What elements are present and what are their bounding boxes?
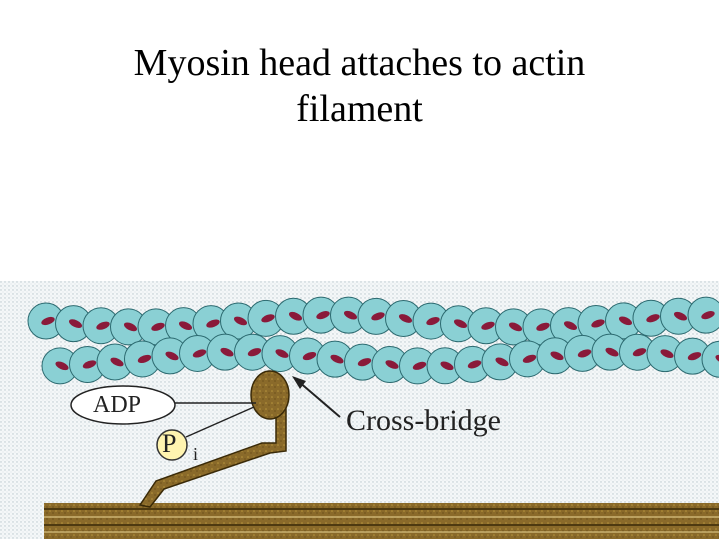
actin-bead-spot [110, 357, 124, 367]
actin-bead-spot [701, 311, 715, 320]
actin-bead-spot [371, 312, 385, 321]
actin-bead-spot [41, 316, 55, 326]
actin-bead-spot [192, 349, 207, 358]
actin-bead-spot [275, 349, 289, 358]
actin-bead-spot [618, 316, 633, 326]
actin-bead-spot [137, 354, 152, 364]
cross-bridge-diagram: ADP P i Cross-bridge [0, 281, 719, 539]
title-line-1: Myosin head attaches to actin [133, 42, 586, 84]
actin-bead [701, 340, 719, 378]
actin-bead-spot [247, 348, 262, 357]
pi-circle [156, 429, 188, 461]
actin-bead-spot [646, 314, 660, 323]
actin-bead-spot [261, 314, 275, 323]
actin-bead-spot [178, 321, 193, 331]
actin-bead-spot [343, 310, 358, 320]
pi-label: P [162, 429, 177, 458]
actin-bead-spot [495, 357, 509, 367]
actin-bead-spot [467, 360, 482, 369]
actin-bead-spot [591, 319, 605, 328]
actin-filament [27, 296, 719, 385]
actin-bead-spot [206, 319, 220, 328]
actin-bead-spot [536, 322, 550, 331]
adp-label: ADP [93, 392, 142, 418]
actin-bead-spot [563, 321, 578, 330]
adp-oval [70, 385, 176, 425]
actin-bead-spot [398, 314, 413, 323]
crossbridge-label: Cross-bridge [346, 404, 501, 437]
pi-leader [185, 406, 255, 438]
actin-bead-spot [440, 361, 454, 371]
actin-bead-spot [673, 311, 688, 321]
slide-title: Myosin head attaches to actin filament [0, 40, 719, 132]
pi-subscript-label: i [193, 444, 199, 464]
actin-bead-spot [123, 322, 138, 332]
actin-bead-spot [288, 311, 303, 321]
thick-filament [44, 503, 719, 539]
actin-bead-spot [68, 319, 83, 328]
actin-bead-spot [330, 354, 344, 364]
actin-bead-spot [385, 360, 399, 369]
actin-bead-spot [165, 351, 179, 361]
actin-bead-spot [550, 351, 564, 361]
diagram-art [0, 281, 719, 539]
actin-bead-spot [316, 311, 330, 320]
crossbridge-arrow [292, 376, 341, 418]
actin-bead-spot [412, 361, 427, 370]
actin-bead-spot [481, 321, 495, 330]
actin-bead-spot [426, 317, 440, 326]
actin-bead-spot [96, 321, 110, 330]
actin-bead-spot [453, 319, 468, 329]
actin-bead-spot [522, 354, 537, 363]
actin-bead-spot [660, 349, 674, 359]
actin-bead-spot [577, 349, 592, 358]
actin-bead-spot [302, 351, 317, 361]
actin-bead-spot [220, 347, 234, 357]
actin-bead-spot [357, 358, 372, 367]
actin-bead-spot [55, 361, 69, 371]
actin-bead-spot [151, 322, 165, 331]
actin-bead-spot [632, 348, 647, 357]
title-line-2: filament [296, 88, 423, 130]
actin-bead-spot [82, 360, 97, 369]
actin-bead-spot [508, 322, 523, 332]
actin-bead-spot [687, 352, 702, 361]
myosin-head [250, 370, 290, 420]
actin-bead-spot [605, 347, 619, 357]
actin-bead-spot [233, 316, 248, 326]
